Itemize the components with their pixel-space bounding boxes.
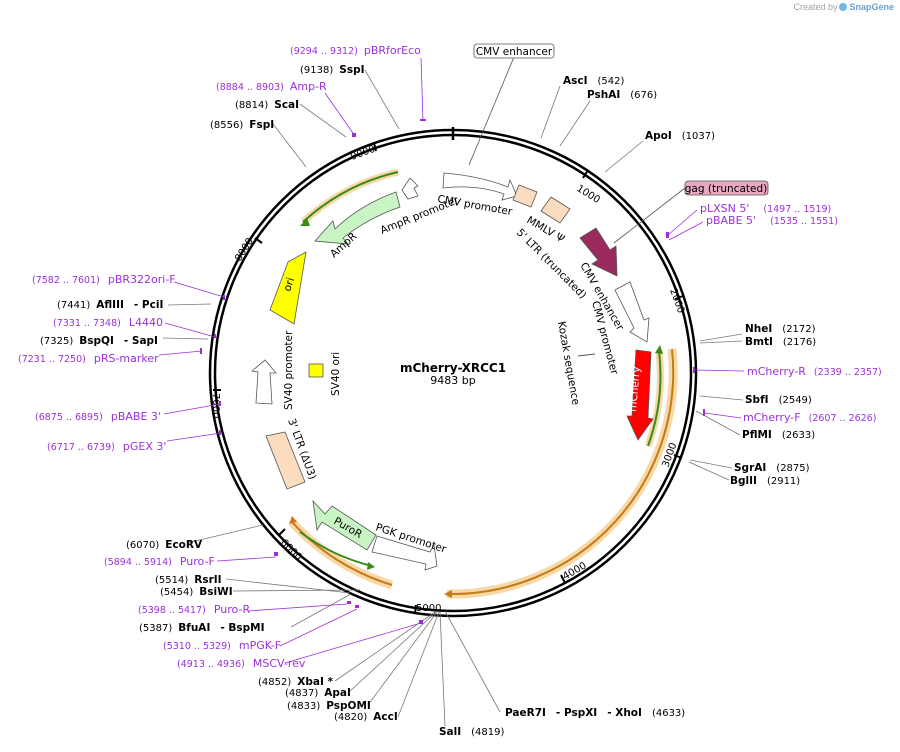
enzyme-acci: (4820)AccI (334, 711, 398, 723)
puro-green-line (299, 531, 373, 567)
primer-puro-f: (5894 .. 5914)Puro-F (104, 555, 215, 568)
pgk-promoter-feature[interactable] (371, 535, 438, 571)
enzyme-apoi: ApoI(1037) (645, 130, 715, 142)
enzyme-pflmi: PflMI(2633) (742, 429, 815, 441)
primer-pgex-3: (6717 .. 6739)pGEX 3' (47, 440, 166, 453)
primer-puro-r: (5398 .. 5417)Puro-R (138, 603, 250, 616)
tick-label-6000: 6000 (278, 537, 304, 563)
enzyme-asci: AscI(542) (563, 75, 625, 87)
enzyme-bglii: BglII(2911) (730, 475, 800, 487)
mcherry-orf-arrowhead (655, 345, 663, 354)
sv40-ori-label: SV40 ori (330, 352, 342, 396)
enzyme-apai: (4837)ApaI (285, 687, 351, 699)
primer-mscv-rev: (4913 .. 4936)MSCV-rev (177, 657, 306, 670)
ampr-orf-line (302, 171, 399, 223)
enzyme-fspi: (8556)FspI (210, 119, 274, 131)
enzyme-afliii-pcii: (7441)AflIII- PciI (57, 299, 163, 311)
credit-prefix: Created by (793, 2, 838, 12)
tick-label-1000: 1000 (574, 183, 601, 206)
enzyme-pshai: PshAI(676) (587, 89, 657, 101)
puro-green-arrowhead (367, 562, 375, 570)
enzyme-paer7i-pspxi-xhoi: PaeR7I- PspXI- XhoI(4633) (505, 707, 685, 719)
enzyme-bmti: BmtI(2176) (745, 336, 816, 348)
primer-mcherry-r: mCherry-R(2339 .. 2357) (747, 365, 882, 378)
primer-pbabe-5: pBABE 5'(1535 .. 1551) (706, 214, 838, 227)
gag-connector (613, 187, 686, 244)
tick-label-5000: 5000 (416, 603, 441, 614)
ori-label: ori (281, 276, 297, 293)
puro-orf-line (291, 521, 393, 586)
mcherry-orf-line (647, 350, 662, 447)
snapgene-credit: Created by SnapGene (793, 2, 894, 12)
enzyme-rsrii: (5514)RsrII (155, 574, 222, 586)
orf-arc-arrowhead (444, 590, 452, 598)
primer-pbrforeco: (9294 .. 9312)pBRforEco (290, 44, 421, 57)
cmv-enhancer-top-label: CMV enhancer (476, 46, 553, 58)
enzyme-bsiwi: (5454)BsiWI (160, 586, 233, 598)
ltr3-feature[interactable] (265, 431, 306, 490)
tick-marks (213, 142, 684, 614)
ampr-orf-arrowhead (300, 218, 310, 226)
primer-plxsn-5: pLXSN 5'(1497 .. 1519) (700, 202, 831, 215)
enzyme-sspi: (9138)SspI (300, 64, 365, 76)
enzyme-pspomi: (4833)PspOMI (287, 700, 371, 712)
primer-pbr322ori-f: (7582 .. 7601)pBR322ori-F (32, 273, 176, 286)
tick-label-9000: 9000 (349, 144, 377, 163)
ori-feature[interactable] (269, 251, 307, 325)
puror-feature[interactable] (312, 499, 377, 551)
gag-feature[interactable] (579, 227, 618, 277)
enzyme-sbfi: SbfI(2549) (745, 394, 812, 406)
cmv-promoter-top-label: CMV promoter (436, 193, 513, 218)
ampr-feature[interactable] (314, 191, 401, 245)
sv40-promoter-feature[interactable] (251, 359, 277, 405)
plasmid-name: mCherry-XRCC1 (400, 361, 506, 375)
enzyme-ecorv: (6070)EcoRV (126, 539, 203, 551)
enzyme-scai: (8814)ScaI (235, 99, 299, 111)
credit-brand: SnapGene (849, 2, 894, 12)
enzyme-connectors (162, 69, 744, 727)
sv40-promoter-label: SV40 promoter (283, 330, 295, 410)
puro-orf-arrowhead-start (289, 516, 297, 524)
cmv-enhancer-top-connector (468, 56, 515, 166)
primer-pbabe-3: (6875 .. 6895)pBABE 3' (35, 410, 161, 423)
cmv-enhancer-feature[interactable] (614, 281, 650, 343)
primer-connectors (158, 57, 745, 664)
primer-ticks (200, 119, 705, 624)
tick-label-8000: 8000 (233, 236, 256, 263)
enzyme-sali: SalI(4819) (439, 726, 505, 738)
primer-prs-marker: (7231 .. 7250)pRS-marker (18, 352, 159, 365)
enzyme-bspqi-sapi: (7325)BspQI- SapI (40, 335, 158, 347)
plasmid-size: 9483 bp (430, 374, 475, 387)
mcherry-feature[interactable] (626, 349, 654, 441)
kozak-label: Kozak sequence (555, 320, 582, 406)
enzyme-bfuai-bspmi: (5387)BfuAI- BspMI (139, 622, 265, 634)
tick-label-7000: 7000 (210, 393, 221, 418)
kozak-connector (577, 353, 596, 357)
sv40-ori-feature[interactable] (308, 363, 324, 378)
orf-arc-main (446, 348, 675, 596)
snapgene-logo-icon (839, 3, 848, 11)
primer-l4440: (7331 .. 7348)L4440 (53, 316, 163, 329)
cmv-enhancer-top-box (473, 43, 555, 59)
tick-label-2000: 2000 (667, 287, 686, 315)
mmlv-psi-feature[interactable] (512, 184, 538, 208)
ltr5-feature[interactable] (540, 196, 571, 224)
enzyme-xbai: (4852)XbaI * (258, 676, 334, 688)
gag-label-box (684, 180, 769, 196)
enzyme-sgrai: SgrAI(2875) (734, 462, 810, 474)
primer-mpgk-f: (5310 .. 5329)mPGK-F (163, 639, 281, 652)
primer-mcherry-f: mCherry-F(2607 .. 2626) (743, 411, 876, 424)
primer-amp-r: (8884 .. 8903)Amp-R (216, 80, 327, 93)
enzyme-nhei: NheI(2172) (745, 323, 816, 335)
mcherry-label: mCherry (627, 366, 643, 412)
gag-label: gag (truncated) (685, 183, 768, 195)
ampr-promoter-feature[interactable] (401, 177, 419, 200)
